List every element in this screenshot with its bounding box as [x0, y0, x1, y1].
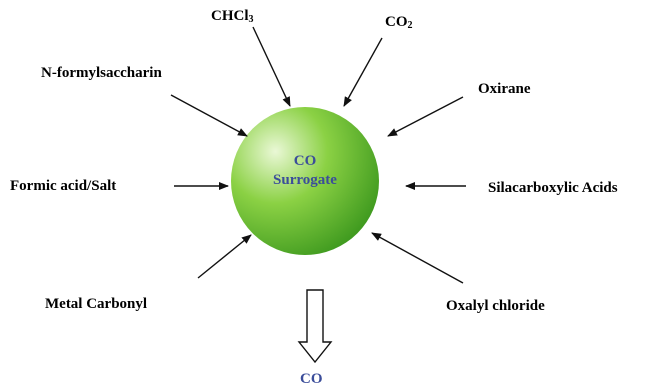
label-co2-subscript: 2 — [407, 20, 413, 31]
arrow-chcl3 — [252, 26, 291, 107]
arrow-n-formylsaccharin — [170, 94, 248, 137]
label-product-co: CO — [300, 371, 323, 387]
arrow-oxirane — [387, 96, 464, 137]
label-co2: CO2 — [385, 13, 413, 31]
label-chcl3-base: CHCl — [211, 8, 249, 24]
label-formic-acid-salt: Formic acid/Salt — [10, 178, 117, 194]
co-surrogate-sphere — [231, 107, 379, 255]
arrow-metal-carbonyl — [197, 234, 252, 279]
label-n-formylsaccharin: N-formylsaccharin — [41, 65, 162, 81]
label-chcl3-subscript: 3 — [248, 14, 254, 25]
center-label-line2: Surrogate — [273, 172, 337, 188]
label-metal-carbonyl: Metal Carbonyl — [45, 296, 148, 312]
label-co2-base: CO — [385, 14, 408, 30]
arrow-oxalyl-chloride — [371, 232, 464, 284]
label-chcl3: CHCl3 — [211, 7, 254, 25]
center-label-line1: CO — [293, 153, 317, 169]
label-silacarboxylic-acids: Silacarboxylic Acids — [488, 180, 618, 196]
output-hollow-arrow — [297, 289, 333, 364]
label-oxalyl-chloride: Oxalyl chloride — [446, 298, 545, 314]
arrow-co2 — [343, 37, 383, 107]
label-oxirane: Oxirane — [478, 81, 531, 97]
